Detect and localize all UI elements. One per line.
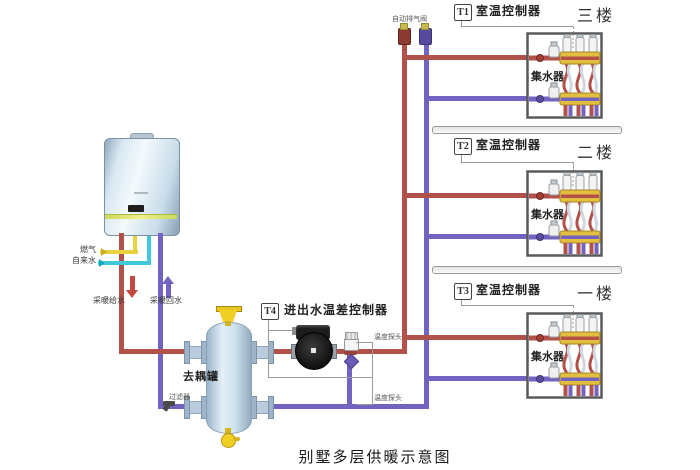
flange-plate	[184, 396, 190, 419]
floor-controller-tag: T1	[454, 4, 472, 21]
supply-riser	[402, 42, 407, 354]
supply-pipe-boiler-drop	[119, 233, 124, 354]
thermostat-wire-drop	[461, 19, 462, 26]
floor-controller-tag: T3	[454, 283, 472, 300]
t4-tag-text: T4	[264, 306, 276, 317]
floor-name: 一楼	[577, 286, 616, 303]
air-vent-valve	[219, 310, 237, 322]
floor-tag-text: T1	[457, 7, 469, 18]
supply-riser-vent-body	[398, 28, 411, 45]
manifold-graphic: 集水器	[526, 32, 603, 119]
t4-controller-label: 进出水温差控制器	[284, 303, 389, 317]
t4-wire-bottom	[268, 377, 373, 378]
filter-label: 过滤器	[169, 394, 190, 401]
floor-supply-branch	[402, 193, 528, 198]
manifold-box: 集水器	[526, 32, 603, 119]
supply-riser-vent-tip	[400, 23, 408, 30]
floor-name: 三楼	[577, 8, 616, 25]
room-thermostat-label: 室温控制器	[476, 283, 542, 297]
thermostat-wire-dashed	[573, 26, 575, 34]
drain-valve-stem	[225, 428, 231, 434]
air-vent-valve-stem	[225, 321, 231, 326]
return-riser-vent-tip	[421, 23, 429, 30]
manifold-label: 集水器	[530, 69, 565, 83]
floor-return-branch	[424, 96, 528, 101]
return-pipe-left-horizontal	[158, 404, 204, 409]
probe-wire-vertical	[372, 342, 373, 405]
manifold-box: 集水器	[526, 312, 603, 399]
manifold-graphic: 集水器	[526, 170, 603, 257]
floor-tag-text: T2	[457, 141, 469, 152]
t4-controller-tag: T4	[261, 303, 279, 320]
manifold-graphic: 集水器	[526, 312, 603, 399]
boiler-logo	[134, 192, 148, 194]
thermostat-wire-drop	[461, 298, 462, 305]
drain-valve-handle	[233, 437, 240, 441]
t4-wire-drop	[268, 319, 269, 378]
pump-center	[311, 348, 316, 353]
floor-tag-text: T3	[457, 286, 469, 297]
tap-water-pipe-vertical	[147, 236, 151, 265]
thermostat-wire-dashed	[573, 162, 575, 172]
manifold-box: 集水器	[526, 170, 603, 257]
thermostat-wire-run	[461, 305, 573, 306]
boiler-stripe	[105, 214, 177, 219]
room-thermostat-label: 室温控制器	[476, 4, 542, 18]
temperature-sensor-cap	[345, 332, 358, 340]
gas-pipe-vertical	[133, 236, 137, 252]
supply-flow-arrow-head	[126, 290, 138, 298]
pump-terminal	[292, 327, 298, 335]
flange-plate	[184, 341, 190, 364]
filter	[163, 401, 175, 406]
decoupling-tank	[206, 322, 252, 434]
tank-label: 去耦罐	[183, 371, 219, 383]
supply-pipe-right-horizontal	[268, 349, 406, 354]
supply-flow-arrow	[130, 276, 135, 290]
return-riser-vent-body	[419, 28, 432, 45]
room-thermostat-label: 室温控制器	[476, 138, 542, 152]
supply-label: 采暖给水	[93, 296, 125, 305]
tap-water-flow-arrow	[99, 259, 105, 267]
flange-plate	[268, 396, 274, 419]
manifold-label: 集水器	[530, 349, 565, 363]
floor-supply-branch	[402, 55, 528, 60]
floor-name: 二楼	[577, 145, 616, 162]
floor-controller-tag: T2	[454, 138, 472, 155]
thermostat-wire-drop	[461, 153, 462, 162]
gas-flow-arrow	[101, 248, 107, 256]
return-label: 采暖回水	[150, 296, 182, 305]
manifold-label: 集水器	[530, 207, 565, 221]
return-pipe-boiler-drop	[158, 233, 163, 409]
probe-label-bottom: 温度探头	[374, 395, 402, 402]
floor-slab-lower	[432, 266, 622, 274]
probe-leader-top	[356, 342, 373, 343]
diagram-title: 别墅多层供暖示意图	[298, 450, 452, 466]
gas-label: 燃气	[80, 245, 96, 254]
t4-wire-to-pump	[268, 330, 296, 331]
tap-water-pipe-horizontal	[98, 261, 151, 265]
supply-pipe-left-horizontal	[119, 349, 202, 354]
floor-supply-branch	[402, 335, 528, 340]
thermostat-wire-run	[461, 26, 573, 27]
probe-label-top: 温度探头	[374, 334, 402, 341]
sensor-tee-fitting	[344, 347, 357, 355]
floor-return-branch	[424, 376, 528, 381]
return-flow-arrow-head	[162, 276, 174, 284]
floor-return-branch	[424, 234, 528, 239]
gas-pipe-horizontal	[100, 250, 138, 254]
bypass-pipe	[347, 354, 352, 409]
thermostat-wire-dashed	[573, 305, 575, 314]
air-vent-label: 自动排气阀	[392, 16, 427, 23]
return-riser	[424, 42, 429, 409]
boiler-display	[128, 205, 144, 212]
tap-water-label: 自来水	[72, 256, 96, 265]
thermostat-wire-run	[461, 162, 573, 163]
probe-leader-bottom	[356, 404, 373, 405]
return-flow-arrow	[166, 284, 171, 298]
floor-slab-upper	[432, 126, 622, 134]
boiler	[104, 138, 180, 236]
